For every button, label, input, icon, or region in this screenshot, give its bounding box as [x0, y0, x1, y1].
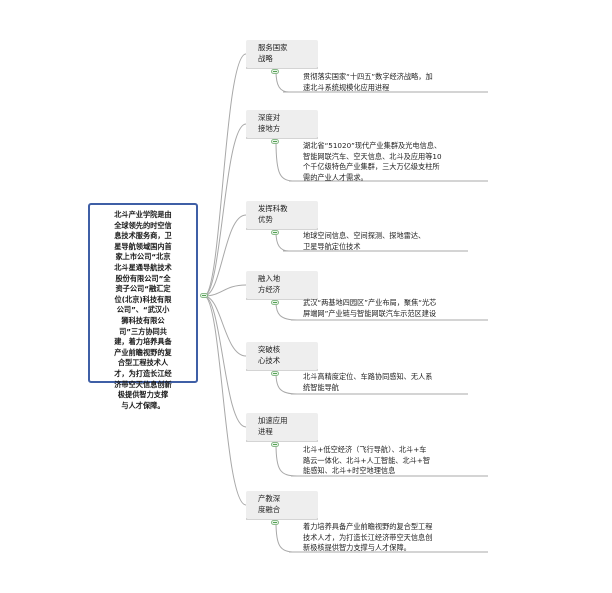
leaf-topic[interactable]: 湖北省“51020”现代产业集群及光电信息、 智能网联汽车、空天信息、北斗及应用… [303, 141, 442, 182]
root-collapse-toggle[interactable] [200, 293, 208, 298]
branch-connector [203, 295, 247, 506]
branch-connector [203, 295, 247, 428]
leaf-topic[interactable]: 武汉“两基地四园区”产业布局，聚焦“光芯 屏端网”产业链与智能网联汽车示范区建设 [303, 298, 437, 318]
leaf-topic[interactable]: 北斗高精度定位、车路协同感知、无人系 统智能导航 [303, 372, 433, 392]
branch-collapse-toggle[interactable] [271, 139, 279, 144]
branch-topic[interactable]: 加速应用 进程 [246, 413, 318, 441]
branch-connector [203, 295, 247, 357]
leaf-connector [275, 372, 298, 395]
leaf-topic[interactable]: 着力培养具备产业前瞻视野的复合型工程 技术人才，为打造长江经济带空天信息创 新极… [303, 522, 433, 553]
branch-topic[interactable]: 深度对 接地方 [246, 110, 318, 138]
branch-topic[interactable]: 产教深 度融合 [246, 491, 318, 519]
branch-topic[interactable]: 服务国家 战略 [246, 40, 318, 68]
branch-connector [203, 123, 247, 297]
leaf-connector [275, 443, 298, 477]
branch-connector [203, 284, 247, 297]
leaf-connector [275, 231, 290, 252]
leaf-connector [275, 301, 298, 321]
branch-topic[interactable]: 发挥科教 优势 [246, 201, 318, 229]
branch-collapse-toggle[interactable] [271, 69, 279, 74]
branch-connector [203, 214, 247, 297]
leaf-connector [275, 140, 296, 182]
leaf-topic[interactable]: 贯彻落实国家“十四五”数字经济战略，加 速北斗系统规模化应用进程 [303, 72, 433, 92]
branch-collapse-toggle[interactable] [271, 520, 279, 525]
leaf-topic[interactable]: 地球空间信息、空间探测、探地雷达、 卫星导航定位技术 [303, 231, 426, 251]
branch-collapse-toggle[interactable] [271, 300, 279, 305]
branch-collapse-toggle[interactable] [271, 371, 279, 376]
branch-collapse-toggle[interactable] [271, 442, 279, 447]
leaf-topic[interactable]: 北斗+低空经济（飞行导航）、北斗+车 路云一体化、北斗+人工智能、北斗+智 能感… [303, 445, 431, 476]
root-topic[interactable]: 北斗产业学院是由 全球领先的时空信 息技术服务商，卫 星导航领域国内首 家上市公… [88, 203, 198, 410]
branch-topic[interactable]: 突破核 心技术 [246, 342, 318, 370]
branch-collapse-toggle[interactable] [271, 230, 279, 235]
branch-topic[interactable]: 融入地 方经济 [246, 271, 318, 299]
leaf-connector [275, 521, 296, 553]
leaf-connector [275, 70, 290, 93]
branch-connector [203, 53, 247, 297]
